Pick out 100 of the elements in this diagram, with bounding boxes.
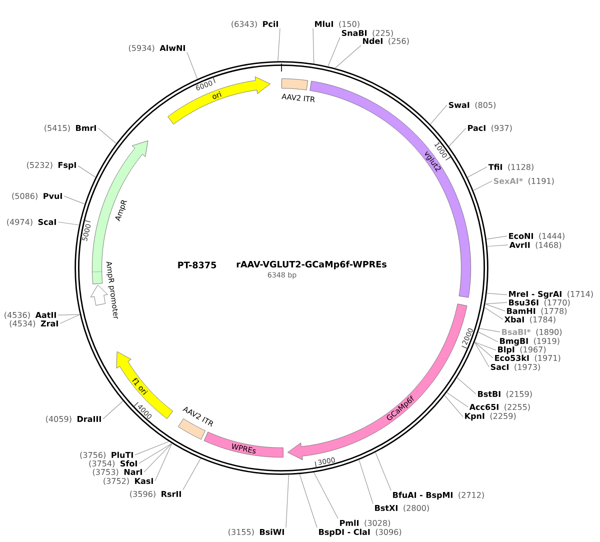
site-position: (2259) <box>490 412 516 420</box>
site-position: (3096) <box>376 528 402 536</box>
leader-line <box>154 443 172 482</box>
site-position: (6343) <box>232 20 257 28</box>
enzyme-name: SacI <box>490 364 508 370</box>
enzyme-name: PluTI <box>112 452 133 458</box>
enzyme-name: AvrII <box>509 242 530 248</box>
leader-line <box>144 443 172 472</box>
enzyme-name: RsrII <box>162 491 181 497</box>
leader-line <box>444 395 464 418</box>
leader-line <box>58 314 80 316</box>
enzyme-name: MluI <box>315 20 333 27</box>
site-position: (2255) <box>504 404 530 411</box>
enzyme-name: TfiI <box>488 164 502 170</box>
enzyme-name: NdeI <box>363 38 382 44</box>
enzyme-name: BamHI <box>507 308 536 314</box>
enzyme-name: AatII <box>35 312 56 318</box>
enzyme-name: Bsu36I <box>509 299 538 306</box>
site-position: (1971) <box>534 354 560 362</box>
enzyme-name: SfoI <box>120 460 137 466</box>
leader-line <box>486 244 508 247</box>
enzyme-name: BfuAI - BspMI <box>393 492 452 500</box>
enzyme-name: NarI <box>124 469 142 475</box>
site-position: (1714) <box>568 290 593 298</box>
leader-line <box>299 474 318 528</box>
enzyme-name: EcoNI <box>509 233 533 239</box>
leader-line <box>484 304 506 312</box>
leader-line <box>186 52 198 80</box>
enzyme-name: SwaI <box>448 102 470 108</box>
site-position: (4059) <box>46 416 72 423</box>
leader-line <box>134 441 170 456</box>
enzyme-name: BspDI - ClaI <box>319 528 370 537</box>
site-position: (1444) <box>539 232 564 240</box>
enzyme-name: MreI - SgrAI <box>509 290 562 299</box>
site-position: (1967) <box>520 346 546 354</box>
site-position: (2800) <box>404 504 429 512</box>
leader-line <box>138 443 172 464</box>
enzyme-name: BstXI <box>375 505 398 511</box>
site-position: (3756) <box>80 452 106 459</box>
enzyme-name: PmlI <box>340 520 359 526</box>
leader-line <box>78 166 96 178</box>
site-position: (2712) <box>458 492 484 499</box>
enzyme-name: SexAI* <box>494 178 523 184</box>
leader-line <box>467 166 488 178</box>
site-position: (1770) <box>544 299 570 306</box>
site-position: (5415) <box>44 124 70 132</box>
leader-line <box>375 452 392 491</box>
enzyme-name: Eco53kI <box>495 354 529 361</box>
enzyme-name: DraIII <box>78 416 101 422</box>
leader-line <box>182 458 201 490</box>
site-position: (4974) <box>7 218 32 226</box>
enzyme-name: KpnI <box>465 413 484 421</box>
site-position: (4536) <box>4 312 30 319</box>
site-position: (5934) <box>128 44 154 52</box>
site-position: (3155) <box>228 528 254 536</box>
leader-line <box>478 332 498 342</box>
leader-line <box>358 460 374 504</box>
leader-line <box>312 28 314 64</box>
site-position: (225) <box>372 30 393 37</box>
site-position: (3752) <box>104 478 129 485</box>
enzyme-name: BmgBI <box>500 338 528 346</box>
leader-line <box>314 472 338 519</box>
site-position: (1778) <box>541 308 567 315</box>
site-position: (3596) <box>130 490 156 498</box>
enzyme-name: XbaI <box>504 316 524 322</box>
leader-line <box>448 128 466 147</box>
site-position: (1973) <box>514 364 540 371</box>
leader-line <box>474 342 496 350</box>
enzyme-name: BsiWI <box>260 528 284 535</box>
leader-line <box>486 292 508 296</box>
catalog-number: PT-8375 <box>178 262 216 268</box>
enzyme-name: PvuI <box>44 193 62 199</box>
site-position: (3753) <box>92 468 118 476</box>
site-position: (3754) <box>89 460 114 468</box>
site-position: (1919) <box>534 338 560 345</box>
site-position: (3028) <box>364 520 390 527</box>
enzyme-name: PciI <box>263 20 278 27</box>
leader-line <box>456 377 476 394</box>
leader-line <box>473 180 492 191</box>
enzyme-name: BsaBI* <box>502 328 531 335</box>
site-position: (1890) <box>536 328 562 336</box>
enzyme-name: BstBI <box>478 391 500 397</box>
site-position: (1128) <box>508 164 534 171</box>
site-position: (5232) <box>27 162 52 169</box>
enzyme-name: FspI <box>58 162 76 170</box>
enzyme-name: BlpI <box>498 346 514 354</box>
leader-line <box>486 236 508 240</box>
enzyme-name: KasI <box>135 478 153 484</box>
site-position: (937) <box>492 124 512 132</box>
site-position: (2159) <box>506 390 532 398</box>
enzyme-name: Acc65I <box>469 404 498 410</box>
site-position: (256) <box>388 38 409 45</box>
leader-line <box>479 328 500 332</box>
leader-line <box>278 28 280 62</box>
leader-line <box>474 342 494 358</box>
leader-line <box>484 307 504 320</box>
leader-line <box>98 128 117 144</box>
leader-line <box>328 37 340 67</box>
leader-line <box>334 45 362 68</box>
leader-line <box>446 392 468 408</box>
